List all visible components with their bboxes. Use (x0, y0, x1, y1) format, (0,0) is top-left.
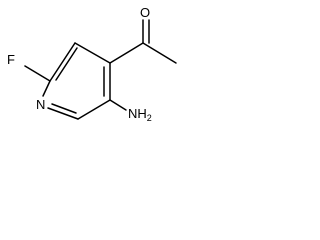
bond-c2-c3-inner (55, 47, 78, 81)
molecule-drawing: O F N NH2 (7, 5, 177, 123)
bond-c5-c6 (77, 99, 111, 120)
fluorine-label: F (7, 52, 15, 67)
bond-c4-carbonyl (109, 42, 144, 64)
bond-c3-c4 (74, 42, 111, 64)
nitrogen-label: N (36, 97, 45, 112)
amino-group-text: NH (128, 106, 147, 121)
structure-diagram: O F N NH2 (0, 0, 184, 140)
bond-c6-n1-inner (51, 103, 77, 114)
bond-c6-n1 (47, 107, 79, 120)
amino-subscript: 2 (147, 113, 152, 123)
bond-c5-amino (109, 99, 127, 111)
bond-c2-f (24, 65, 51, 82)
bond-n1-c2 (42, 80, 51, 97)
bond-carbonyl-methyl (142, 42, 177, 64)
amino-label: NH2 (128, 106, 152, 123)
oxygen-label: O (140, 5, 150, 20)
bond-c2-c3 (49, 42, 76, 82)
